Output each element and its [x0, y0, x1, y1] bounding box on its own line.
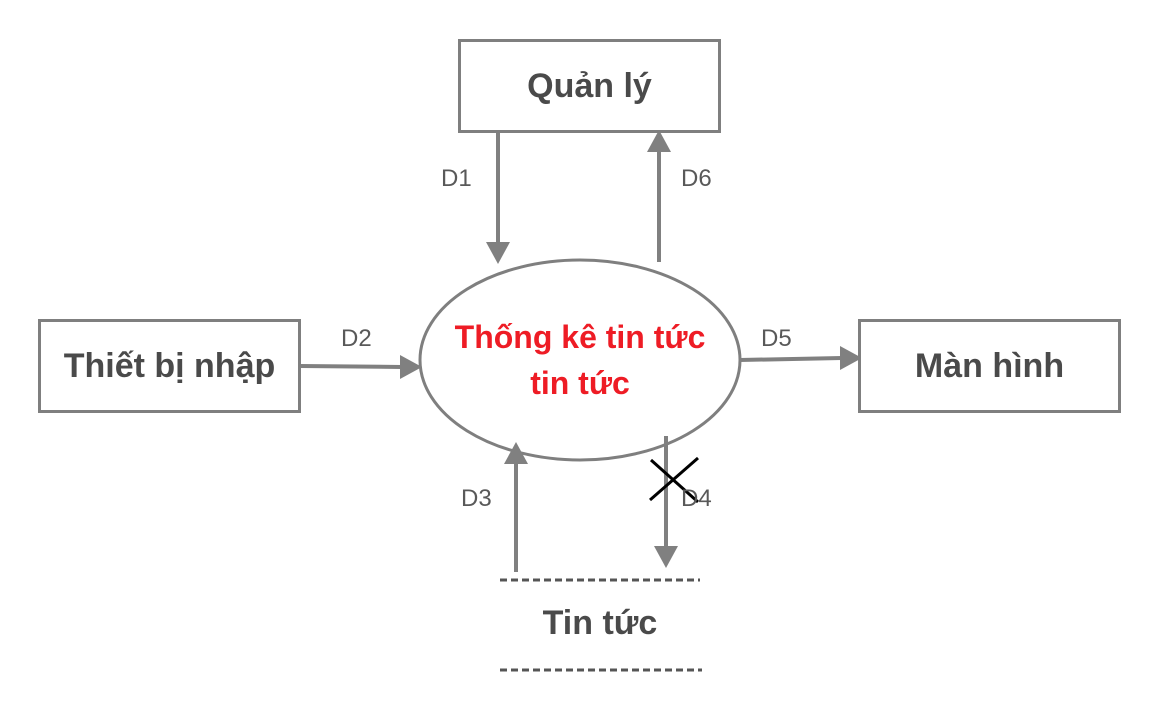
flow-label-d2: D2: [341, 325, 372, 352]
flow-label-d5: D5: [761, 325, 792, 352]
entity-thiet-bi-nhap-label: Thiết bị nhập: [63, 346, 276, 385]
flow-d4-arrow: [654, 436, 678, 568]
flow-label-d4: D4: [681, 485, 712, 512]
process-label-line2: tin tức: [530, 365, 630, 401]
entity-man-hinh-label: Màn hình: [914, 346, 1065, 385]
flow-d3-arrow: [504, 442, 528, 572]
flow-label-d3: D3: [461, 485, 492, 512]
data-store-label: Tin tức: [542, 604, 658, 642]
flow-label-d6: D6: [681, 165, 712, 192]
process-label: Thống kê tin tức tin tức: [420, 310, 740, 410]
cross-mark-icon: [649, 456, 699, 504]
process-label-line1: Thống kê tin tức: [454, 319, 706, 355]
flow-label-d1: D1: [441, 165, 472, 192]
entity-thiet-bi-nhap: Thiết bị nhập: [38, 319, 301, 413]
flow-d2-arrow: [299, 355, 422, 379]
entity-quan-ly: Quản lý: [458, 39, 721, 133]
entity-man-hinh: Màn hình: [858, 319, 1121, 413]
flow-d5-arrow: [739, 346, 862, 370]
flow-d6-arrow: [647, 130, 671, 262]
flow-d1-arrow: [486, 132, 510, 264]
entity-quan-ly-label: Quản lý: [527, 66, 652, 105]
